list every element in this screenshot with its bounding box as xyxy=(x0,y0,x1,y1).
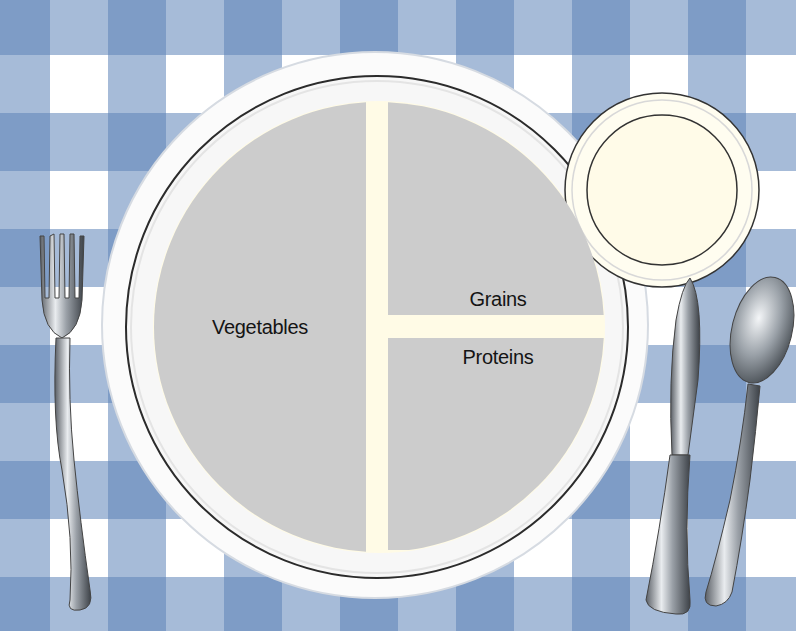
section-fill xyxy=(388,102,604,315)
knife xyxy=(646,278,700,614)
plate-rim xyxy=(126,76,628,578)
side-plate-ring xyxy=(572,100,752,280)
plate-dividers xyxy=(153,101,605,553)
section-shape xyxy=(388,338,608,550)
section-shape xyxy=(388,102,608,315)
section-label: Proteins xyxy=(463,346,534,369)
fork xyxy=(40,234,91,610)
side-plate-well xyxy=(587,115,737,265)
section-label: Vegetables xyxy=(212,316,308,339)
vegetables-section: Vegetables xyxy=(154,102,366,552)
dinner-plate xyxy=(102,52,648,598)
side-plate xyxy=(565,93,759,287)
section-label: Grains xyxy=(469,288,526,311)
plate-rim-inner xyxy=(131,81,623,573)
section-fill xyxy=(388,338,604,550)
section-fill xyxy=(154,102,366,552)
proteins-section: Proteins xyxy=(388,338,608,550)
grains-section: Grains xyxy=(388,102,608,315)
spoon xyxy=(705,270,796,606)
